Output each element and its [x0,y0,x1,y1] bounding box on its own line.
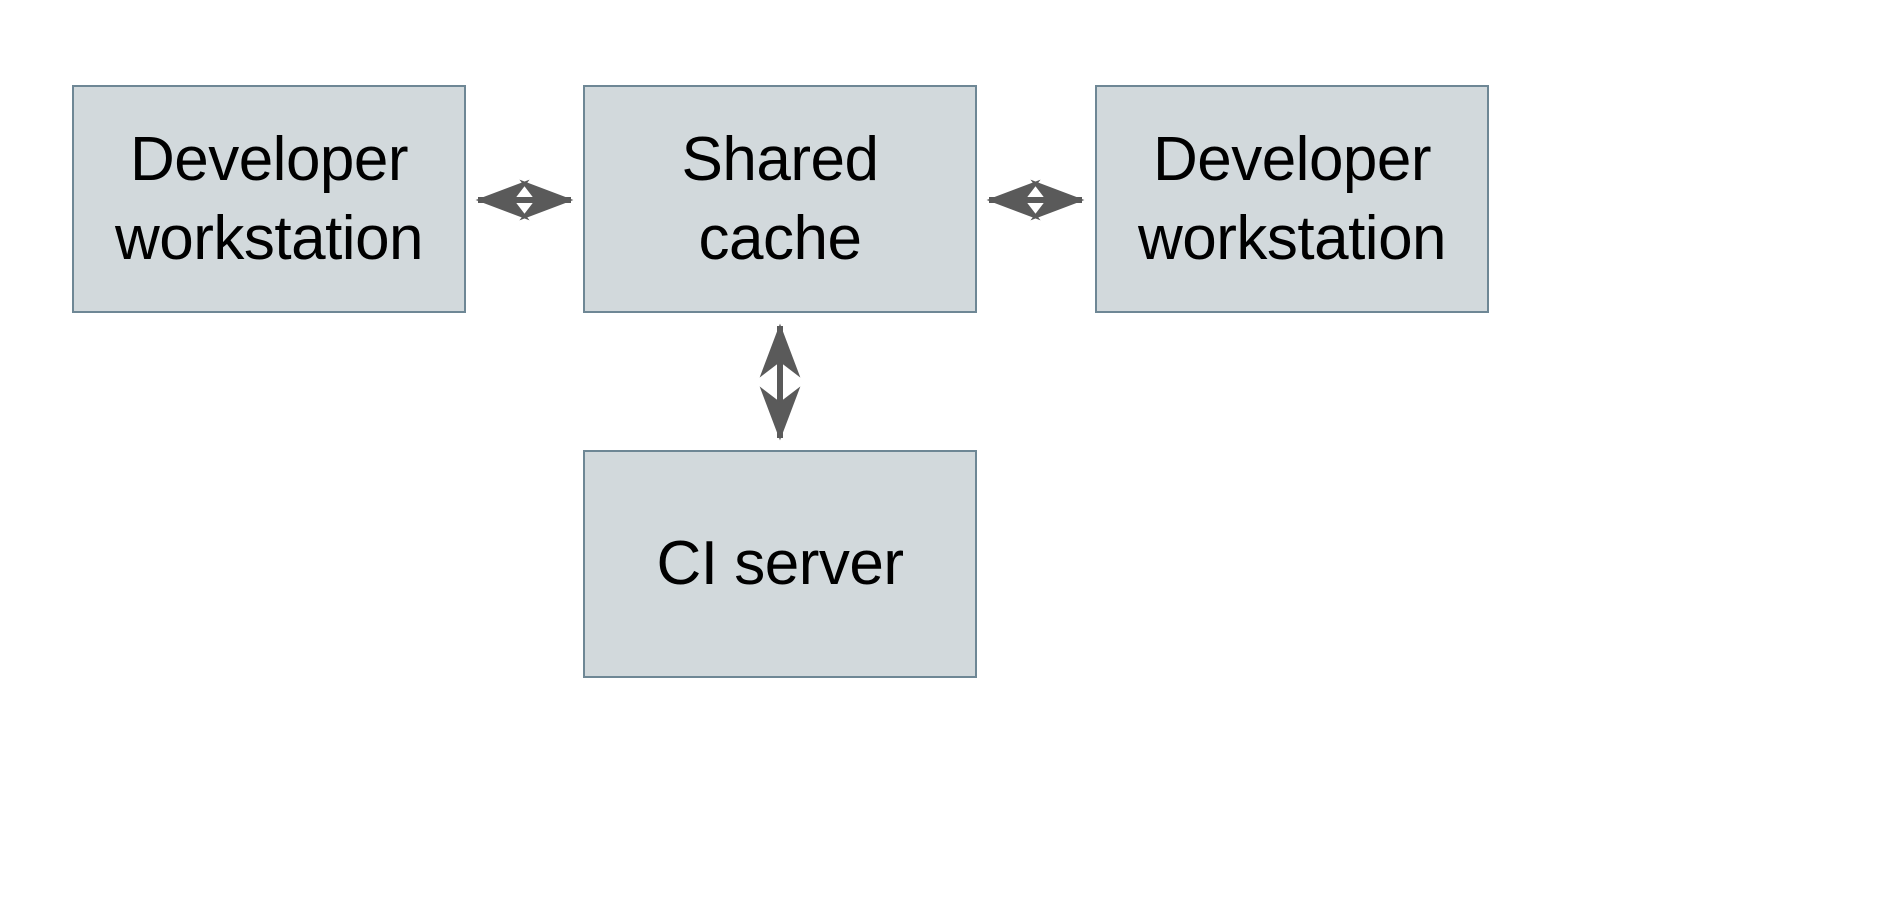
node-label: Developer workstation [114,124,424,273]
node-developer-workstation-right[interactable]: Developer workstation [1095,85,1489,313]
node-label: Developer workstation [1137,124,1447,273]
node-label: Shared cache [681,124,879,273]
node-developer-workstation-left[interactable]: Developer workstation [72,85,466,313]
node-ci-server[interactable]: CI server [583,450,977,678]
node-shared-cache[interactable]: Shared cache [583,85,977,313]
node-label: CI server [656,529,904,599]
